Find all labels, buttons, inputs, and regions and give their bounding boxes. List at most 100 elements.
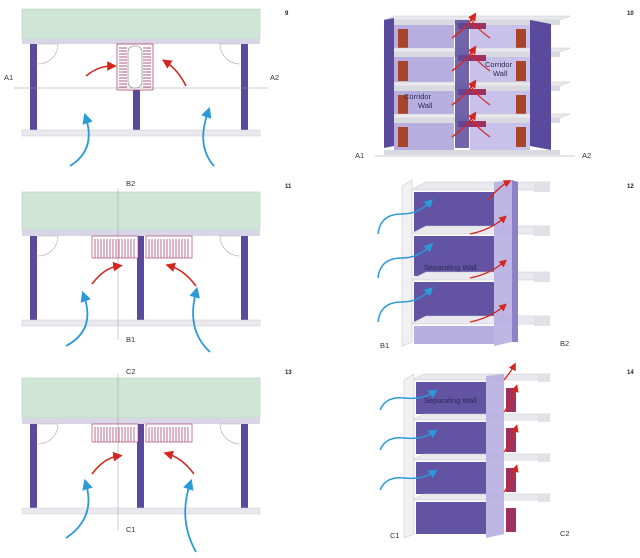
floor-slab — [411, 373, 551, 381]
air-out-arrow — [469, 303, 507, 323]
roof-band — [21, 377, 261, 419]
air-out-arrow — [469, 259, 507, 279]
duct-box — [506, 508, 516, 532]
column-left — [30, 44, 37, 130]
duct-box — [91, 423, 139, 443]
slab-edge — [534, 182, 550, 192]
slab-edge — [538, 454, 550, 462]
air-out-arrow — [469, 215, 507, 235]
room-fill — [414, 236, 494, 276]
floor-slab — [409, 181, 551, 191]
roof-band — [21, 191, 261, 231]
section-label: B1 — [380, 341, 389, 350]
air-out-arrow — [487, 180, 512, 201]
door-right — [219, 235, 241, 257]
wall-label: Corridor — [485, 60, 513, 69]
room-fill — [414, 192, 494, 232]
panel-9-plan: A1 A2 9 — [4, 8, 289, 167]
duct-box — [458, 121, 486, 127]
separating-wall — [512, 180, 518, 342]
floor-band — [22, 39, 260, 44]
door-panel — [398, 61, 408, 81]
section-label: A1 — [355, 151, 364, 160]
air-out-arrow — [451, 12, 477, 39]
duct-box — [91, 235, 139, 259]
air-out-arrow — [469, 116, 491, 138]
column-right — [241, 44, 248, 130]
column-center — [137, 424, 144, 508]
panel-number: 9 — [285, 11, 289, 17]
section-label: B1 — [126, 335, 135, 344]
air-out-arrow — [469, 84, 491, 106]
door-right — [219, 43, 241, 65]
facade-edge — [403, 373, 415, 539]
door-panel — [516, 95, 526, 115]
panel-number: 14 — [627, 370, 634, 376]
wall-label: Wall — [493, 69, 508, 78]
room-fill — [416, 462, 486, 494]
air-out-arrow — [91, 451, 123, 475]
slab-edge — [384, 20, 560, 25]
room-fill — [416, 502, 486, 534]
door-panel — [398, 127, 408, 147]
floor-band — [22, 230, 260, 236]
slab-edge — [534, 316, 550, 326]
section-label: C2 — [126, 367, 136, 376]
room-fill — [416, 422, 486, 454]
door-left — [37, 235, 59, 257]
air-in-arrow — [379, 389, 438, 411]
room-fill — [414, 326, 494, 344]
section-label: A2 — [582, 151, 591, 160]
roof-band — [21, 8, 261, 40]
floor-slab — [411, 413, 551, 421]
duct-center — [116, 43, 154, 91]
column-left — [30, 236, 37, 320]
base-slab — [21, 129, 261, 137]
duct-box — [145, 235, 193, 259]
air-in-arrow — [377, 242, 434, 279]
air-out-arrow — [162, 59, 187, 87]
air-in-arrow — [201, 106, 215, 167]
panel-number: 11 — [285, 184, 292, 190]
air-out-arrow — [469, 17, 491, 39]
panel-13-plan: C2 C1 13 — [21, 367, 292, 553]
floor-slab — [411, 493, 551, 501]
section-label: A2 — [270, 73, 279, 82]
separating-wall — [486, 374, 504, 538]
wall-label: Wall — [418, 101, 433, 110]
door-panel — [398, 29, 408, 49]
air-out-arrow — [503, 362, 516, 381]
air-in-arrow — [377, 198, 434, 235]
door-panel — [516, 29, 526, 49]
floor-slab — [409, 225, 551, 235]
air-out-arrow — [503, 464, 519, 493]
air-out-arrow — [165, 262, 197, 287]
door-left — [37, 43, 59, 65]
slab-edge — [538, 374, 550, 382]
section-label: C1 — [126, 525, 136, 534]
panel-number: 12 — [627, 184, 634, 190]
column-right — [241, 236, 248, 320]
column-center — [133, 88, 140, 130]
door-right — [219, 423, 241, 445]
air-in-arrow — [183, 478, 197, 553]
door-panel — [516, 127, 526, 147]
wall-label: Separating Wall — [424, 396, 477, 405]
section-label: C1 — [390, 531, 400, 540]
air-out-arrow — [469, 50, 491, 72]
column-left — [30, 424, 37, 508]
panel-number: 10 — [627, 11, 634, 17]
base-slab — [21, 507, 261, 515]
air-in-arrow — [65, 290, 91, 347]
air-out-arrow — [163, 450, 195, 475]
air-out-arrow — [503, 384, 519, 413]
section-label: A1 — [4, 73, 13, 82]
slab-edge — [538, 414, 550, 422]
duct-box — [458, 55, 486, 61]
section-label: B2 — [560, 339, 569, 348]
air-in-arrow — [379, 429, 438, 451]
air-out-arrow — [451, 111, 477, 138]
air-in-arrow — [69, 112, 93, 167]
air-out-arrow — [451, 79, 477, 106]
column-center — [137, 236, 144, 320]
